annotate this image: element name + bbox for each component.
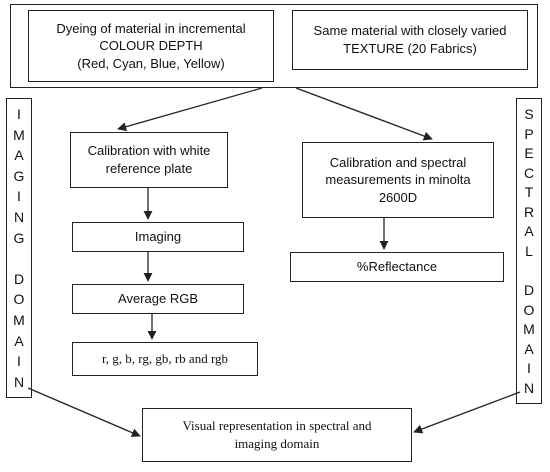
domain-letter: N [13, 209, 25, 226]
calibration-white-line-1: Calibration with white [87, 143, 211, 159]
domain-letter: N [523, 379, 535, 396]
arrow-imaging-domain-to-visual [27, 387, 141, 437]
imaging-domain-label: I M A G I N G D O M A I N [6, 98, 32, 398]
domain-letter: N [13, 373, 25, 390]
calibration-spectral-line-2: measurements in minolta [325, 172, 471, 188]
arrow-spectral-domain-to-visual [413, 391, 521, 434]
spectral-domain-label: S P E C T R A L D O M A I N [516, 98, 542, 404]
visual-representation-line-1: Visual representation in spectral and [182, 418, 372, 434]
domain-letter: R [523, 203, 535, 220]
domain-letter: P [524, 125, 534, 142]
visual-representation-box: Visual representation in spectral and im… [142, 408, 412, 462]
colour-depth-line-3: (Red, Cyan, Blue, Yellow) [77, 55, 225, 71]
domain-letter: O [13, 291, 25, 308]
calibration-spectral-line-3: 2600D [378, 189, 418, 205]
domain-letter: L [525, 242, 533, 259]
domain-letter: T [524, 184, 534, 201]
domain-letter: D [13, 270, 25, 287]
colour-depth-line-1: Dyeing of material in incremental [56, 20, 246, 36]
calibration-white-box: Calibration with white reference plate [70, 132, 228, 188]
domain-letter: O [523, 301, 535, 318]
domain-letter: M [13, 126, 25, 143]
domain-letter: A [524, 340, 534, 357]
domain-letter: I [17, 353, 21, 370]
domain-letter: A [14, 147, 24, 164]
domain-letter: M [13, 312, 25, 329]
average-rgb-box: Average RGB [72, 284, 244, 314]
arrow-top-to-calibration-white [117, 87, 263, 132]
domain-letter: M [523, 321, 535, 338]
rgb-combinations-box: r, g, b, rg, gb, rb and rgb [72, 342, 258, 376]
domain-letter: E [524, 145, 534, 162]
calibration-white-line-2: reference plate [105, 161, 193, 176]
colour-depth-line-2: COLOUR DEPTH [99, 38, 203, 54]
domain-letter: C [523, 164, 535, 181]
imaging-box: Imaging [72, 222, 244, 252]
average-rgb-label: Average RGB [118, 291, 198, 307]
texture-line-2: TEXTURE (20 Fabrics) [343, 41, 477, 56]
texture-line-1: Same material with closely varied [313, 23, 507, 39]
visual-representation-line-2: imaging domain [234, 436, 320, 451]
domain-letter: I [17, 106, 21, 122]
domain-letter: D [523, 282, 535, 299]
calibration-spectral-line-1: Calibration and spectral [329, 154, 467, 170]
domain-letter: A [524, 223, 534, 240]
domain-letter: G [13, 167, 25, 184]
arrow-top-to-calibration-spectral [295, 87, 433, 141]
domain-letter: I [17, 188, 21, 205]
calibration-spectral-box: Calibration and spectral measurements in… [302, 142, 494, 218]
domain-letter: S [524, 106, 534, 122]
domain-letter: G [13, 229, 25, 246]
imaging-label: Imaging [134, 229, 182, 245]
domain-letter: I [527, 360, 531, 377]
texture-box: Same material with closely varied TEXTUR… [292, 10, 528, 70]
reflectance-label: %Reflectance [356, 259, 438, 275]
colour-depth-box: Dyeing of material in incremental COLOUR… [28, 10, 274, 82]
reflectance-box: %Reflectance [290, 252, 504, 282]
domain-letter: A [14, 332, 24, 349]
rgb-combinations-label: r, g, b, rg, gb, rb and rgb [101, 351, 229, 367]
